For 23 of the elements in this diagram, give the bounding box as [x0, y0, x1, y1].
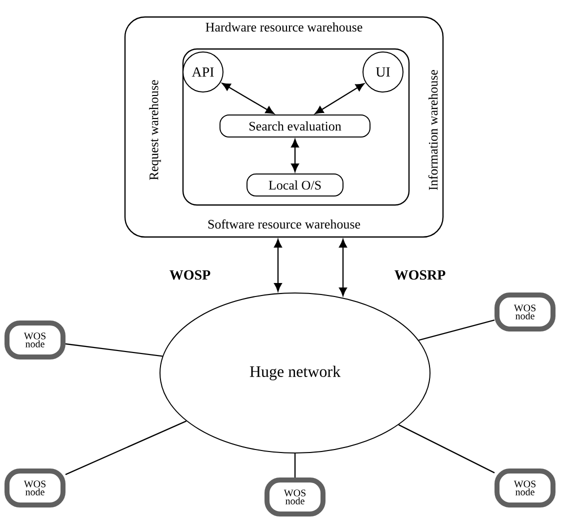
- wos-node: WOS node: [494, 468, 556, 508]
- process-box: Local O/S: [246, 174, 344, 196]
- circle-node: UI: [362, 52, 404, 92]
- inner-box: [182, 48, 410, 206]
- connector-line: [65, 343, 163, 357]
- connector-line: [418, 320, 495, 341]
- edge-label: WOSRP: [394, 270, 446, 280]
- arrow: [222, 82, 274, 114]
- edge-label: WOSP: [170, 270, 210, 280]
- wos-node: WOS node: [264, 478, 326, 516]
- wos-node: WOS node: [4, 468, 66, 508]
- process-box: Search evaluation: [220, 114, 370, 138]
- network-cloud: Huge network: [160, 292, 430, 454]
- arrow: [274, 239, 282, 292]
- connector-line: [398, 424, 495, 474]
- connector-line: [65, 420, 187, 476]
- circle-node: API: [182, 52, 224, 92]
- connector-line: [294, 454, 296, 478]
- wos-node: WOS node: [4, 320, 66, 360]
- arrow: [291, 139, 299, 172]
- arrow: [314, 83, 364, 114]
- wos-node: WOS node: [494, 292, 556, 332]
- arrow: [339, 239, 347, 296]
